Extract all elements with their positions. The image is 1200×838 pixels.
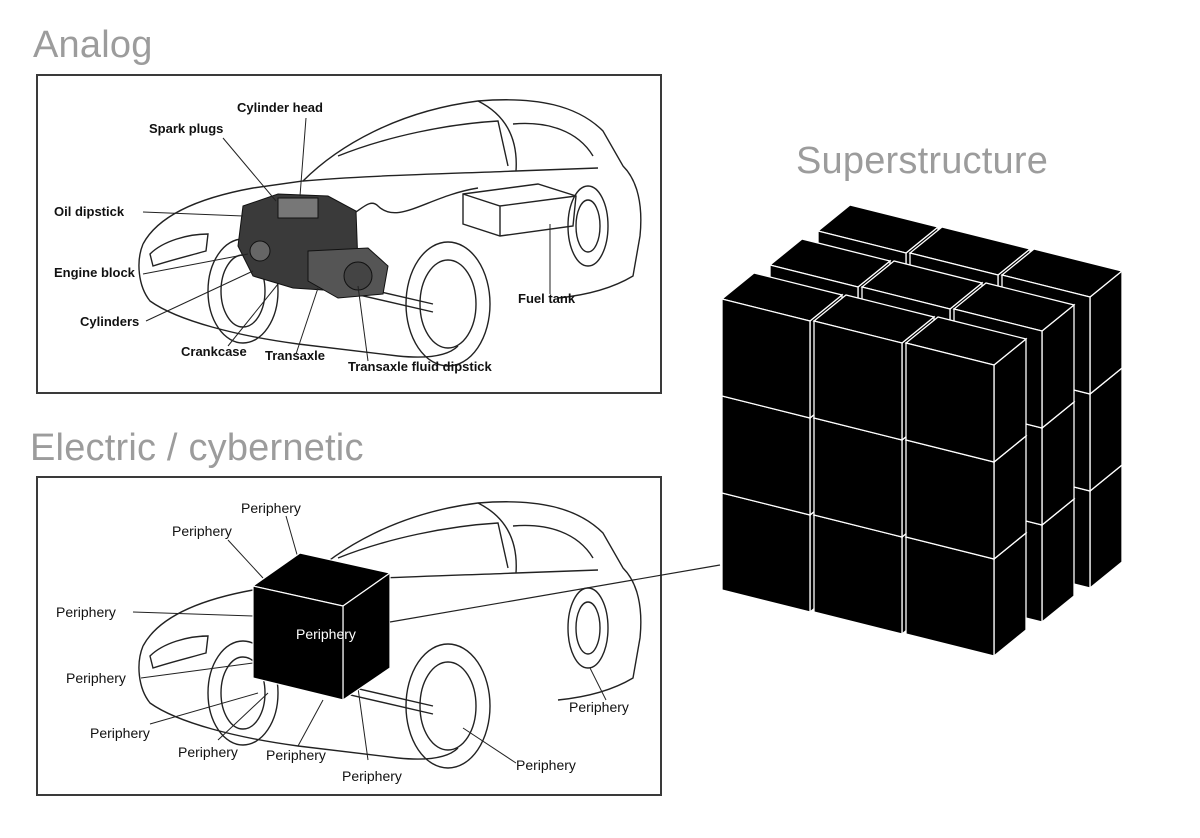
superstructure-heading: Superstructure — [796, 140, 1049, 182]
label-periphery-7: Periphery — [266, 747, 326, 763]
label-cylinder-head: Cylinder head — [237, 100, 323, 115]
central-cube — [251, 552, 392, 702]
label-periphery-4: Periphery — [66, 670, 126, 686]
label-transaxle: Transaxle — [265, 348, 325, 363]
cube-center-label: Periphery — [296, 626, 356, 642]
analog-car-illustration — [138, 99, 642, 367]
label-periphery-2: Periphery — [172, 523, 232, 539]
label-periphery-5: Periphery — [90, 725, 150, 741]
label-periphery-9: Periphery — [516, 757, 576, 773]
cube-front-face — [721, 298, 811, 419]
connector-line — [389, 564, 721, 623]
analog-heading: Analog — [33, 24, 153, 66]
label-periphery-10: Periphery — [569, 699, 629, 715]
label-periphery-3: Periphery — [56, 604, 116, 620]
superstructure-cube-stack — [720, 204, 1124, 658]
label-fuel-tank: Fuel tank — [518, 291, 576, 306]
label-engine-block: Engine block — [54, 265, 135, 280]
label-spark-plugs: Spark plugs — [149, 121, 224, 136]
label-periphery-1: Periphery — [241, 500, 301, 516]
label-periphery-6: Periphery — [178, 744, 238, 760]
label-oil-dipstick: Oil dipstick — [54, 204, 125, 219]
electric-heading: Electric / cybernetic — [30, 427, 364, 469]
cube-front-face — [813, 320, 903, 441]
label-crankcase: Crankcase — [181, 344, 247, 359]
label-cylinders: Cylinders — [80, 314, 140, 329]
analog-car-diagram: Cylinder head Spark plugs Oil dipstick E… — [36, 74, 662, 394]
label-transaxle-fluid-dipstick: Transaxle fluid dipstick — [348, 359, 492, 374]
electric-car-illustration — [132, 501, 642, 769]
cube-front-face — [905, 342, 995, 463]
superstructure-cube — [904, 316, 1028, 464]
electric-car-diagram: Periphery Periphery Periphery Periphery … — [36, 476, 662, 796]
label-periphery-8: Periphery — [342, 768, 402, 784]
